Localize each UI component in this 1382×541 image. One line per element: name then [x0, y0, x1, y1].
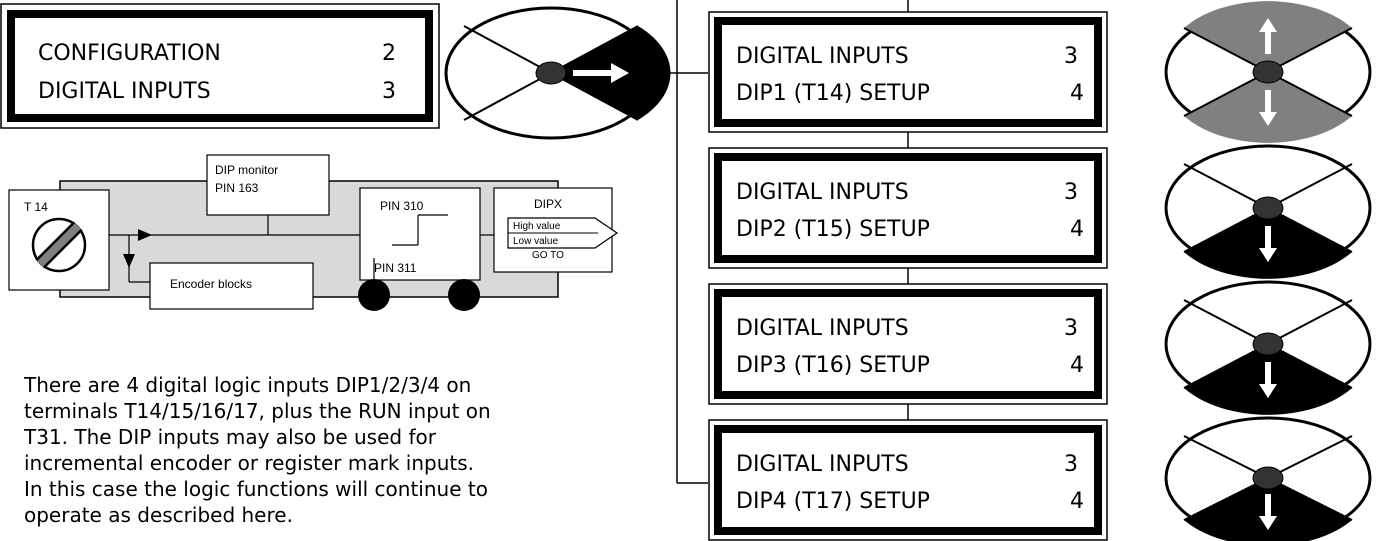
menu-line1-label: DIGITAL INPUTS	[736, 180, 909, 205]
menu-line2-label: DIGITAL INPUTS	[38, 79, 211, 104]
pin-switch-block: PIN 310 PIN 311	[359, 187, 481, 300]
dipx-goto: GO TO	[532, 250, 564, 261]
menu-line2-label: DIP1 (T14) SETUP	[736, 81, 930, 106]
dip-monitor-block: DIP monitor PIN 163	[206, 154, 330, 216]
menu-line2-number: 4	[1070, 217, 1084, 242]
dipx-high-value: High value	[513, 221, 561, 232]
menu-line2-number: 3	[382, 79, 396, 104]
menu-line1-number: 3	[1064, 44, 1078, 69]
menu-line2-number: 4	[1070, 81, 1084, 106]
menu-line1-number: 3	[1064, 452, 1078, 477]
encoder-block: Encoder blocks	[149, 262, 314, 310]
connector-dot	[448, 279, 480, 311]
dipx-title: DIPX	[534, 197, 562, 211]
menu-line2-number: 4	[1070, 489, 1084, 514]
block-diagram: T 14 DIP monitor PIN 163 Encoder blocks	[8, 154, 619, 311]
pin-310-label: PIN 310	[380, 199, 424, 213]
pin-311-label: PIN 311	[374, 261, 417, 275]
menu-box-dip2[interactable]: DIGITAL INPUTS 3 DIP2 (T15) SETUP 4	[708, 147, 1108, 269]
arrow-right-icon	[573, 63, 629, 83]
keypad-down[interactable]	[1164, 416, 1372, 541]
terminal-screw-icon	[31, 217, 87, 273]
menu-line1-label: DIGITAL INPUTS	[736, 44, 909, 69]
keypad-right-pressed[interactable]	[444, 6, 671, 140]
dip-monitor-label: DIP monitor	[215, 163, 278, 177]
menu-line1-label: CONFIGURATION	[38, 41, 221, 66]
connector-dot	[358, 279, 390, 311]
encoder-label: Encoder blocks	[170, 277, 252, 291]
terminal-t14: T 14	[8, 189, 110, 291]
menu-box-configuration[interactable]: CONFIGURATION 2 DIGITAL INPUTS 3	[0, 3, 440, 129]
dipx-low-value: Low value	[513, 236, 558, 247]
dipx-block: DIPX High value Low value GO TO	[493, 187, 619, 273]
menu-box-dip4[interactable]: DIGITAL INPUTS 3 DIP4 (T17) SETUP 4	[708, 419, 1108, 541]
menu-line2-label: DIP3 (T16) SETUP	[736, 353, 930, 378]
menu-line2-number: 4	[1070, 353, 1084, 378]
menu-box-dip3[interactable]: DIGITAL INPUTS 3 DIP3 (T16) SETUP 4	[708, 283, 1108, 405]
menu-line1-label: DIGITAL INPUTS	[736, 452, 909, 477]
arrow-up-icon	[1259, 18, 1277, 54]
tree-connectors	[656, 0, 909, 484]
keypad-up-down[interactable]	[1164, 1, 1372, 143]
arrow-down-icon	[1259, 226, 1277, 262]
keypad-down[interactable]	[1164, 280, 1372, 415]
arrow-down-icon	[1259, 90, 1277, 126]
menu-line1-label: DIGITAL INPUTS	[736, 316, 909, 341]
arrow-down-icon	[1259, 362, 1277, 398]
arrow-down-icon	[1259, 494, 1277, 530]
menu-line1-number: 2	[382, 41, 396, 66]
menu-box-dip1[interactable]: DIGITAL INPUTS 3 DIP1 (T14) SETUP 4	[708, 11, 1108, 133]
menu-line2-label: DIP4 (T17) SETUP	[736, 489, 930, 514]
menu-line1-number: 3	[1064, 180, 1078, 205]
dip-monitor-pin: PIN 163	[215, 181, 259, 195]
keypad-down[interactable]	[1164, 144, 1372, 279]
menu-line1-number: 3	[1064, 316, 1078, 341]
terminal-label: T 14	[24, 200, 48, 214]
menu-line2-label: DIP2 (T15) SETUP	[736, 217, 930, 242]
description-text: There are 4 digital logic inputs DIP1/2/…	[24, 373, 491, 527]
